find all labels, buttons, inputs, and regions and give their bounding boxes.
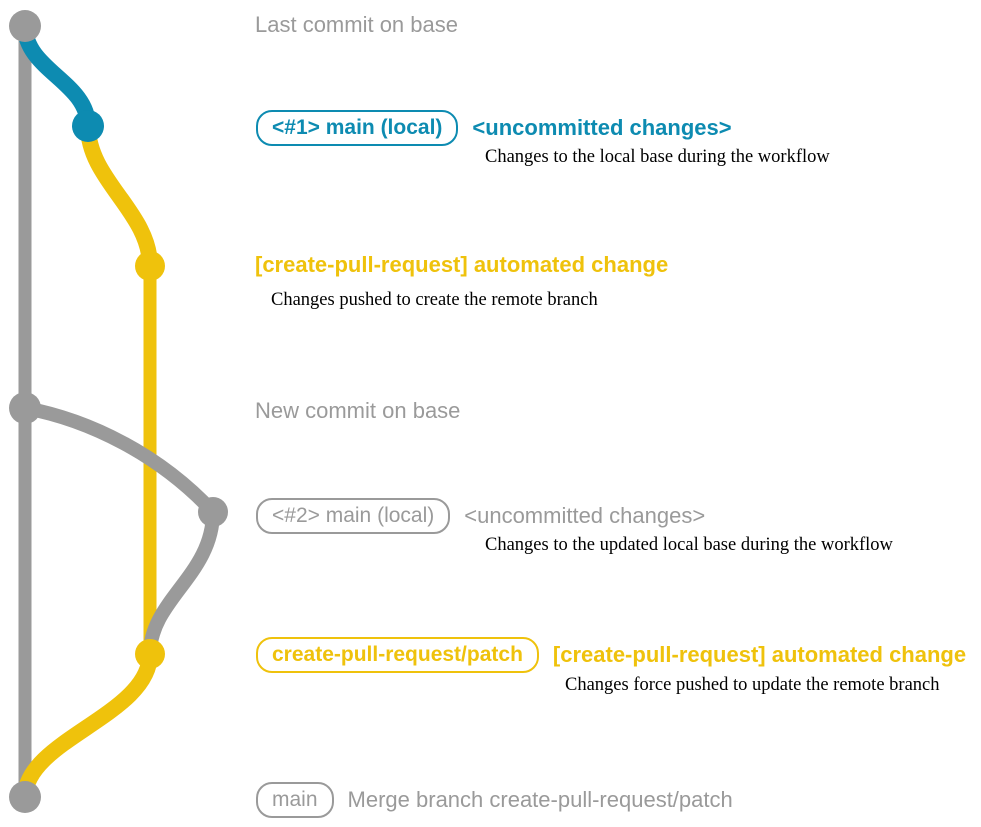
row-headline: <uncommitted changes> (472, 115, 732, 141)
row-new-commit-on-base: New commit on base (255, 398, 460, 423)
row-uncommitted-changes-1: <#1> main (local) <uncommitted changes> (256, 110, 732, 147)
commit-node-patch-force[interactable] (135, 639, 165, 669)
branch-label-main-local-2[interactable]: <#2> main (local) (256, 498, 451, 535)
yellow-branch-line-upper (80, 118, 158, 274)
row-uncommitted-changes-2: <#2> main (local) <uncommitted changes> (256, 498, 706, 535)
row-headline: [create-pull-request] automated change (255, 252, 669, 277)
row-automated-change-create: [create-pull-request] automated change (255, 252, 668, 277)
commit-node-base-new[interactable] (9, 392, 41, 424)
row-headline: Merge branch create-pull-request/patch (347, 787, 733, 813)
branch-label-create-pull-request-patch[interactable]: create-pull-request/patch (256, 637, 539, 674)
commit-node-local-2[interactable] (198, 497, 228, 527)
row-headline: [create-pull-request] automated change (552, 642, 967, 668)
row-headline: Last commit on base (255, 12, 458, 37)
commit-node-patch-create[interactable] (135, 251, 165, 281)
branch-label-main-local-1[interactable]: <#1> main (local) (256, 110, 459, 147)
row-description-4: Changes force pushed to update the remot… (565, 675, 940, 695)
row-automated-change-force: create-pull-request/patch [create-pull-r… (256, 637, 967, 674)
row-last-commit-on-base: Last commit on base (255, 12, 458, 37)
row-description-1: Changes to the local base during the wor… (485, 147, 830, 167)
commit-node-base-last[interactable] (9, 10, 41, 42)
commit-node-base-merge[interactable] (9, 781, 41, 813)
row-description-3: Changes to the updated local base during… (485, 535, 893, 555)
yellow-merge-line (17, 646, 158, 805)
row-description-2: Changes pushed to create the remote bran… (271, 290, 598, 310)
gray-branch-local2-to-patch (143, 505, 220, 661)
row-headline: <uncommitted changes> (464, 503, 706, 529)
branch-label-main[interactable]: main (256, 782, 334, 819)
commit-node-local-1[interactable] (72, 110, 104, 142)
gray-branch-to-local2 (18, 401, 220, 519)
blue-branch-line (17, 18, 96, 134)
row-merge-branch: main Merge branch create-pull-request/pa… (256, 782, 733, 819)
row-headline: New commit on base (255, 398, 461, 423)
